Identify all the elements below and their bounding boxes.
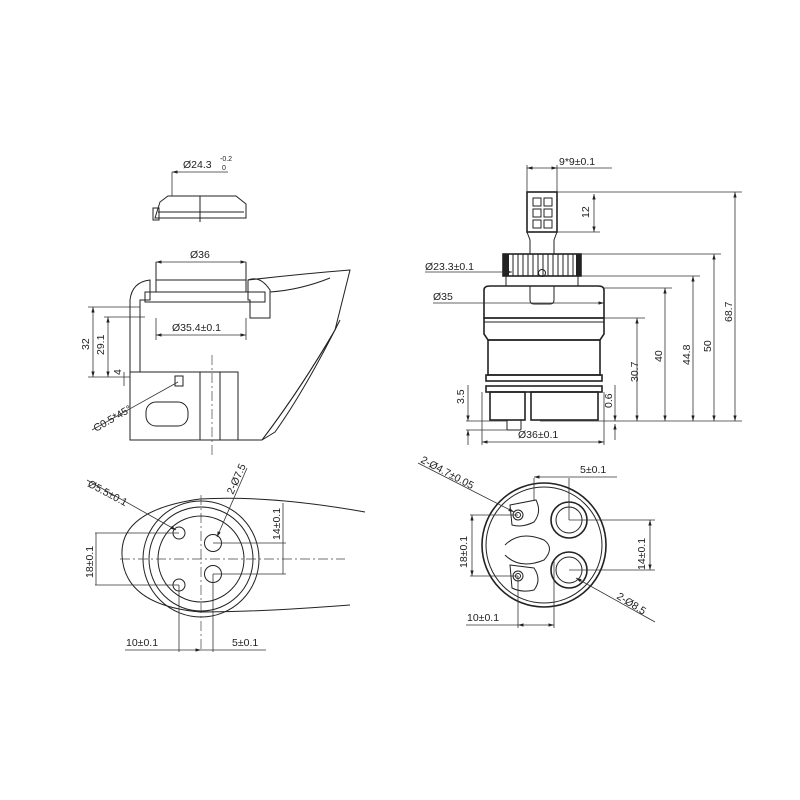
label-stem-size: 9*9±0.1: [559, 156, 595, 168]
handle-cap-view: Ø24.3 -0.2 0: [152, 156, 247, 222]
lever-arm-inner: [269, 277, 331, 293]
label-height-40: 40: [653, 350, 665, 362]
cap-outline: [154, 195, 247, 219]
label-height-50: 50: [702, 340, 714, 352]
base-web: [504, 535, 550, 565]
spline-ring: [502, 253, 582, 277]
body-mid: [487, 339, 601, 376]
handle-outline: [121, 498, 351, 613]
label-port-spacing: 14±0.1: [636, 538, 648, 570]
handle-cavity: [145, 401, 189, 427]
cap-diameter-label: Ø24.3: [183, 159, 212, 171]
pin-lug-top: [509, 499, 540, 527]
label-dia-35-4: Ø35.4±0.1: [172, 322, 221, 334]
handle-section-view: Ø36 Ø35.4±0.1 32 29.1 4 C0.5*45°: [80, 249, 351, 455]
label-height-32: 32: [80, 338, 92, 350]
leader-7-5: [216, 467, 248, 538]
label-step-4: 4: [112, 369, 124, 375]
stem-slot: [532, 197, 542, 207]
label-pin-diameter: 2-Ø4.7±0.05: [419, 454, 476, 492]
stem-neck: [526, 231, 558, 254]
base-outer: [481, 482, 607, 608]
leader-4-7: [417, 462, 515, 513]
label-pin-hole: Ø5.5±0.1: [86, 478, 130, 509]
body-ring-1: [485, 374, 603, 382]
body-ring-2: [485, 385, 603, 393]
handle-wall-left: [129, 279, 151, 373]
handle-ring-groove: [144, 291, 266, 303]
label-gasket: 0.6: [603, 393, 615, 408]
handle-bore: [199, 371, 221, 441]
chamfer-leader: [91, 381, 179, 431]
spline-base: [505, 275, 579, 287]
handle-wall-right: [247, 278, 271, 319]
cartridge-side-view: 9*9±0.1 12 Ø23.3±0.1 Ø35 30.7 40 44.8 50…: [425, 156, 742, 445]
label-pin-spacing: 18±0.1: [458, 536, 470, 568]
cap-tol-lower: 0: [222, 165, 226, 172]
label-height-44-8: 44.8: [681, 344, 693, 365]
lever-arm-outline: [238, 269, 351, 441]
cap-hatch: [152, 207, 160, 221]
body-foot-left: [489, 391, 526, 421]
leader-5-5: [86, 479, 177, 531]
label-pin-height: 3.5: [455, 389, 467, 404]
label-pin-offset: 10±0.1: [467, 612, 499, 624]
cartridge-bottom-view: 2-Ø4.7±0.05 5±0.1 18±0.1 14±0.1 10±0.1 2…: [417, 454, 656, 628]
locating-pin: [506, 419, 522, 431]
label-spline-diameter: Ø23.3±0.1: [425, 261, 474, 273]
stem-slot: [532, 219, 542, 229]
body-foot-right: [530, 391, 599, 421]
lever-edge-top: [199, 497, 366, 513]
label-port-offset: 5±0.1: [232, 637, 258, 649]
label-port-holes: 2-Ø7.5: [225, 462, 249, 496]
label-pin-offset: 10±0.1: [126, 637, 158, 649]
stem-slot: [543, 197, 553, 207]
label-port-offset: 5±0.1: [580, 464, 606, 476]
label-pin-spacing: 18±0.1: [84, 546, 96, 578]
body-collar: [483, 317, 605, 341]
label-stem-height: 12: [580, 206, 592, 218]
label-chamfer: C0.5*45°: [92, 403, 135, 434]
label-dia-36: Ø36: [190, 249, 210, 261]
stem-slot: [532, 208, 542, 218]
base-inner: [485, 486, 603, 604]
handle-bottom-view: Ø5.5±0.1 2-Ø7.5 14±0.1 18±0.1 10±0.1 5±0…: [84, 462, 366, 652]
label-base-diameter: Ø36±0.1: [518, 429, 558, 441]
spline-teeth: [503, 254, 581, 277]
handle-pin-hole: [174, 375, 184, 387]
handle-base-block: [129, 371, 239, 441]
stem-slot: [543, 208, 553, 218]
label-height-68-7: 68.7: [723, 301, 735, 322]
stem-slot: [543, 219, 553, 229]
lever-arm-hatch: [261, 319, 341, 441]
body-upper: [483, 285, 605, 319]
label-height-30-7: 30.7: [629, 361, 641, 382]
label-port-spacing: 14±0.1: [271, 508, 283, 540]
cap-tol-upper: -0.2: [220, 156, 232, 163]
leader-8-5: [575, 577, 656, 623]
label-height-29-1: 29.1: [95, 334, 107, 355]
body-notch: [529, 286, 555, 305]
pin-lug-bottom: [509, 564, 539, 592]
label-port-diameter: 2-Ø8.5: [614, 590, 648, 617]
stem-square: [526, 191, 558, 233]
label-body-diameter: Ø35: [433, 291, 453, 303]
